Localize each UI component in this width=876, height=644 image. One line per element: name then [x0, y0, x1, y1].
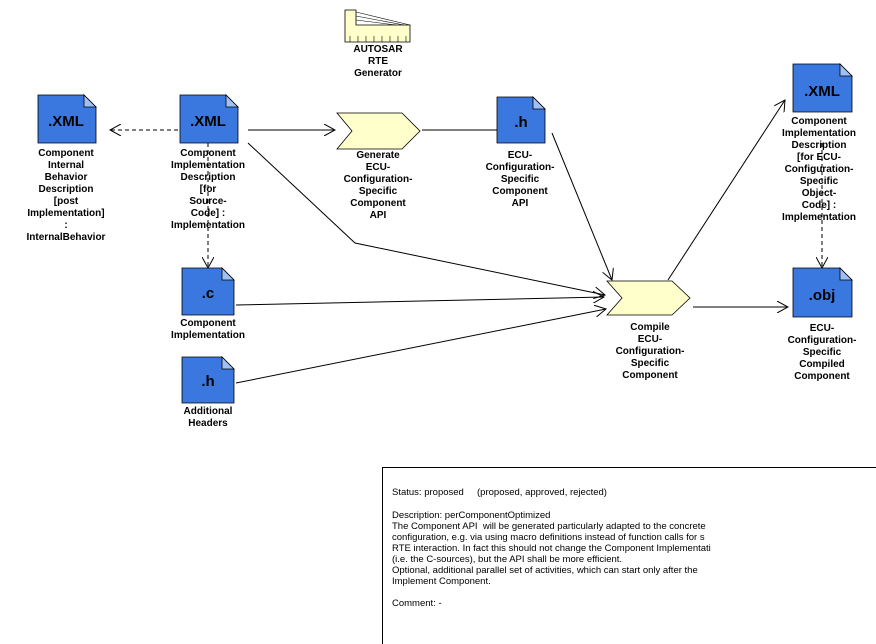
xml-obj-icon[interactable]: .XML — [792, 63, 853, 113]
generate-api-label: Generate ECU- Configuration- Specific Co… — [343, 150, 413, 221]
xml-obj-icon-text: .XML — [804, 83, 840, 100]
note-line-6: Implement Component. — [392, 576, 491, 587]
generate-api-activity[interactable] — [336, 112, 421, 150]
arrow-impl-to-compile — [247, 142, 605, 295]
note-line-4: (i.e. the C-sources), but the API shall … — [392, 554, 623, 565]
h-api-icon-text: .h — [514, 114, 527, 131]
note-box: Status: proposed (proposed, approved, re… — [382, 467, 876, 644]
xml-obj-label: Component Implementation Description [fo… — [782, 116, 856, 223]
h-api-label: ECU- Configuration- Specific Component A… — [485, 150, 555, 209]
xml-internal-icon-text: .XML — [48, 113, 84, 130]
obj-icon[interactable]: .obj — [792, 267, 853, 318]
arrow-compile-to-xml — [667, 100, 785, 281]
note-status: Status: proposed (proposed, approved, re… — [392, 487, 607, 498]
xml-internal-icon[interactable]: .XML — [37, 94, 97, 144]
note-line-5: Optional, additional parallel set of act… — [392, 565, 698, 576]
xml-impl-label: Component Implementation Description [fo… — [171, 148, 245, 231]
xml-internal-label: Component Internal Behavior Description … — [26, 148, 106, 243]
compile-activity[interactable] — [606, 280, 691, 316]
note-line-3: RTE interaction. In fact this should not… — [392, 543, 711, 554]
note-line-2: configuration, e.g. via using macro defi… — [392, 532, 705, 543]
h-headers-label: Additional Headers — [183, 406, 233, 429]
h-headers-icon-text: .h — [201, 373, 214, 390]
rte-generator-label: AUTOSAR RTE Generator — [353, 44, 403, 79]
note-line-1: The Component API will be generated part… — [392, 521, 706, 532]
h-api-icon[interactable]: .h — [496, 96, 546, 144]
xml-impl-icon[interactable]: .XML — [179, 94, 239, 144]
obj-label: ECU- Configuration- Specific Compiled Co… — [787, 323, 857, 382]
c-impl-icon[interactable]: .c — [181, 267, 235, 316]
arrow-c-to-compile — [235, 297, 604, 306]
c-impl-icon-text: .c — [202, 285, 215, 302]
xml-impl-icon-text: .XML — [190, 113, 226, 130]
compile-label: Compile ECU- Configuration- Specific Com… — [615, 322, 685, 381]
obj-icon-text: .obj — [809, 287, 836, 304]
rte-generator-icon[interactable] — [344, 9, 411, 43]
c-impl-label: Component Implementation — [171, 318, 245, 341]
h-headers-icon[interactable]: .h — [181, 356, 235, 404]
note-comment: Comment: - — [392, 598, 442, 609]
arrow-headers-to-compile — [235, 309, 606, 384]
note-description-title: Description: perComponentOptimized — [392, 510, 551, 521]
arrow-h-to-compile — [551, 132, 612, 280]
